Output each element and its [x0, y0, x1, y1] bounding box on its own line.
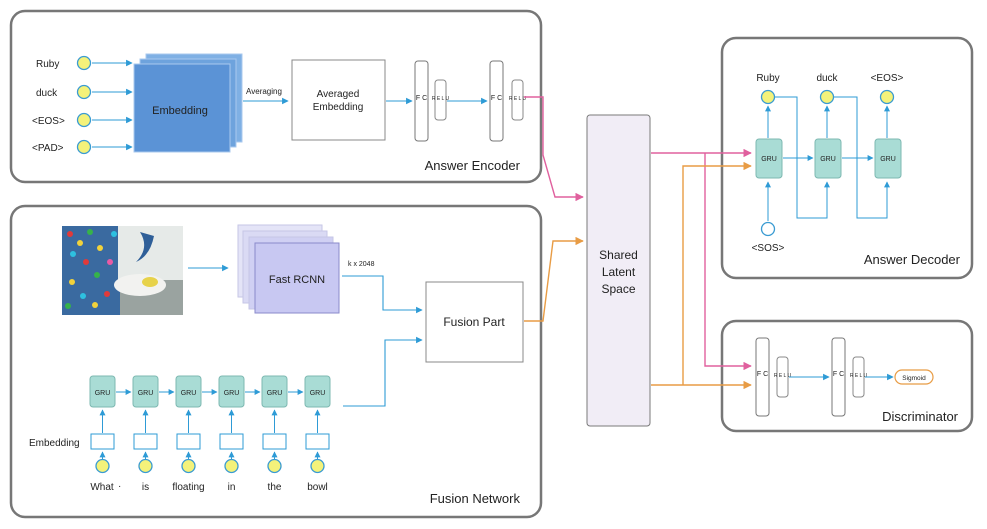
fusion-part-box [425, 281, 524, 363]
decoder-output-word: <EOS> [871, 73, 904, 84]
question-embeddings [90, 409, 330, 450]
encoder-token-ruby: Ruby [36, 59, 59, 70]
encoder-fc1-label: F C [416, 95, 427, 102]
averaged-embedding-box [291, 59, 386, 141]
discriminator-fc2 [831, 337, 846, 417]
question-words: What · is floating in the bowl [90, 481, 327, 493]
embedding-stack: Embedding [133, 53, 243, 153]
question-gru-cell [218, 375, 245, 408]
question-word: floating [172, 482, 204, 493]
encoder-tokens: Ruby duck <EOS> <PAD> [32, 55, 133, 155]
question-word: bowl [307, 482, 328, 493]
encoder-token-pad: <PAD> [32, 143, 64, 154]
discriminator-relu2 [852, 356, 865, 398]
averaging-label: Averaging [246, 87, 282, 96]
encoder-relu2-label: R E L U [509, 96, 527, 102]
averaged-embedding-line2: Embedding [313, 102, 364, 113]
question-word: the [268, 482, 282, 493]
sigmoid-box [894, 369, 934, 385]
averaged-embedding-line1: Averaged [317, 89, 360, 100]
question-gru-label: GRU [181, 390, 197, 397]
encoder-fc1 [414, 60, 429, 142]
sos-label: <SOS> [752, 243, 785, 254]
shared-latent-line3: Space [601, 282, 635, 296]
k-x-2048-label: k x 2048 [348, 261, 375, 268]
scene-photo [62, 226, 183, 315]
answer-encoder-panel [9, 9, 543, 184]
embedding-label: Embedding [152, 105, 208, 117]
question-gru-cell [89, 375, 116, 408]
shared-latent-line2: Latent [602, 265, 636, 279]
question-gru-cell [304, 375, 331, 408]
fusion-network-title: Fusion Network [430, 491, 521, 506]
fusion-to-shared-arrow [524, 236, 584, 322]
answer-decoder-title: Answer Decoder [864, 252, 961, 267]
encoder-input-node [76, 112, 92, 128]
decoder-gru-cell [755, 138, 783, 179]
encoder-fc2 [489, 60, 504, 142]
answer-decoder-panel [720, 36, 974, 280]
decoder-gru-cell [814, 138, 842, 179]
question-gru-label: GRU [224, 390, 240, 397]
question-gru-cell [132, 375, 159, 408]
encoder-token-eos: <EOS> [32, 116, 65, 127]
encoder-token-duck: duck [36, 88, 58, 99]
encoder-to-shared-arrow [524, 96, 584, 202]
discriminator-fc1 [755, 337, 770, 417]
fusion-part-label: Fusion Part [443, 315, 505, 329]
decoder-gru-label: GRU [880, 156, 896, 163]
question-gru-label: GRU [267, 390, 283, 397]
discriminator-relu2-label: R E L U [850, 373, 868, 379]
question-grus: GRU GRU GRU GRU GRU GRU [89, 375, 331, 408]
discriminator-title: Discriminator [882, 409, 959, 424]
decoder-gru-label: GRU [820, 156, 836, 163]
sigmoid-label: Sigmoid [902, 375, 926, 382]
question-word: What [90, 482, 114, 493]
decoder-outputs: Ruby duck <EOS> [756, 73, 904, 105]
shared-latent-space-box [586, 114, 651, 427]
discriminator-relu1 [776, 356, 789, 398]
question-gru-label: GRU [95, 390, 111, 397]
fast-rcnn-stack: Fast RCNN [237, 224, 340, 314]
encoder-relu1 [434, 79, 447, 121]
encoder-input-node [76, 55, 92, 71]
decoder-grus: GRU GRU GRU [755, 96, 902, 219]
shared-to-decoder-orange [682, 161, 752, 385]
discriminator-fc1-label: F C [757, 371, 768, 378]
rcnn-to-fusion-arrow [342, 275, 423, 314]
encoder-relu2 [511, 79, 524, 121]
question-gru-label: GRU [138, 390, 154, 397]
question-word: in [228, 482, 236, 493]
encoder-input-node [76, 139, 92, 155]
fast-rcnn-label: Fast RCNN [269, 274, 325, 286]
encoder-input-node [76, 84, 92, 100]
answer-encoder-title: Answer Encoder [425, 158, 521, 173]
decoder-output-word: Ruby [756, 73, 779, 84]
shared-latent-line1: Shared [599, 248, 638, 262]
question-word: is [142, 482, 149, 493]
encoder-fc2-label: F C [491, 95, 502, 102]
shared-to-discriminator-pink [704, 153, 752, 371]
decoder-gru-label: GRU [761, 156, 777, 163]
question-gru-cell [261, 375, 288, 408]
question-embedding-label: Embedding [29, 438, 80, 449]
discriminator-fc2-label: F C [833, 371, 844, 378]
decoder-output-word: duck [816, 73, 838, 84]
question-word-dot: · [118, 481, 121, 492]
gru-to-fusion-arrow [343, 336, 423, 407]
question-gru-cell [175, 375, 202, 408]
discriminator-panel [720, 319, 974, 433]
encoder-relu1-label: R E L U [432, 96, 450, 102]
question-gru-label: GRU [310, 390, 326, 397]
sos-node [760, 221, 776, 237]
decoder-gru-cell [874, 138, 902, 179]
question-word-nodes [95, 451, 325, 474]
fusion-network-panel [9, 204, 543, 519]
discriminator-relu1-label: R E L U [774, 373, 792, 379]
